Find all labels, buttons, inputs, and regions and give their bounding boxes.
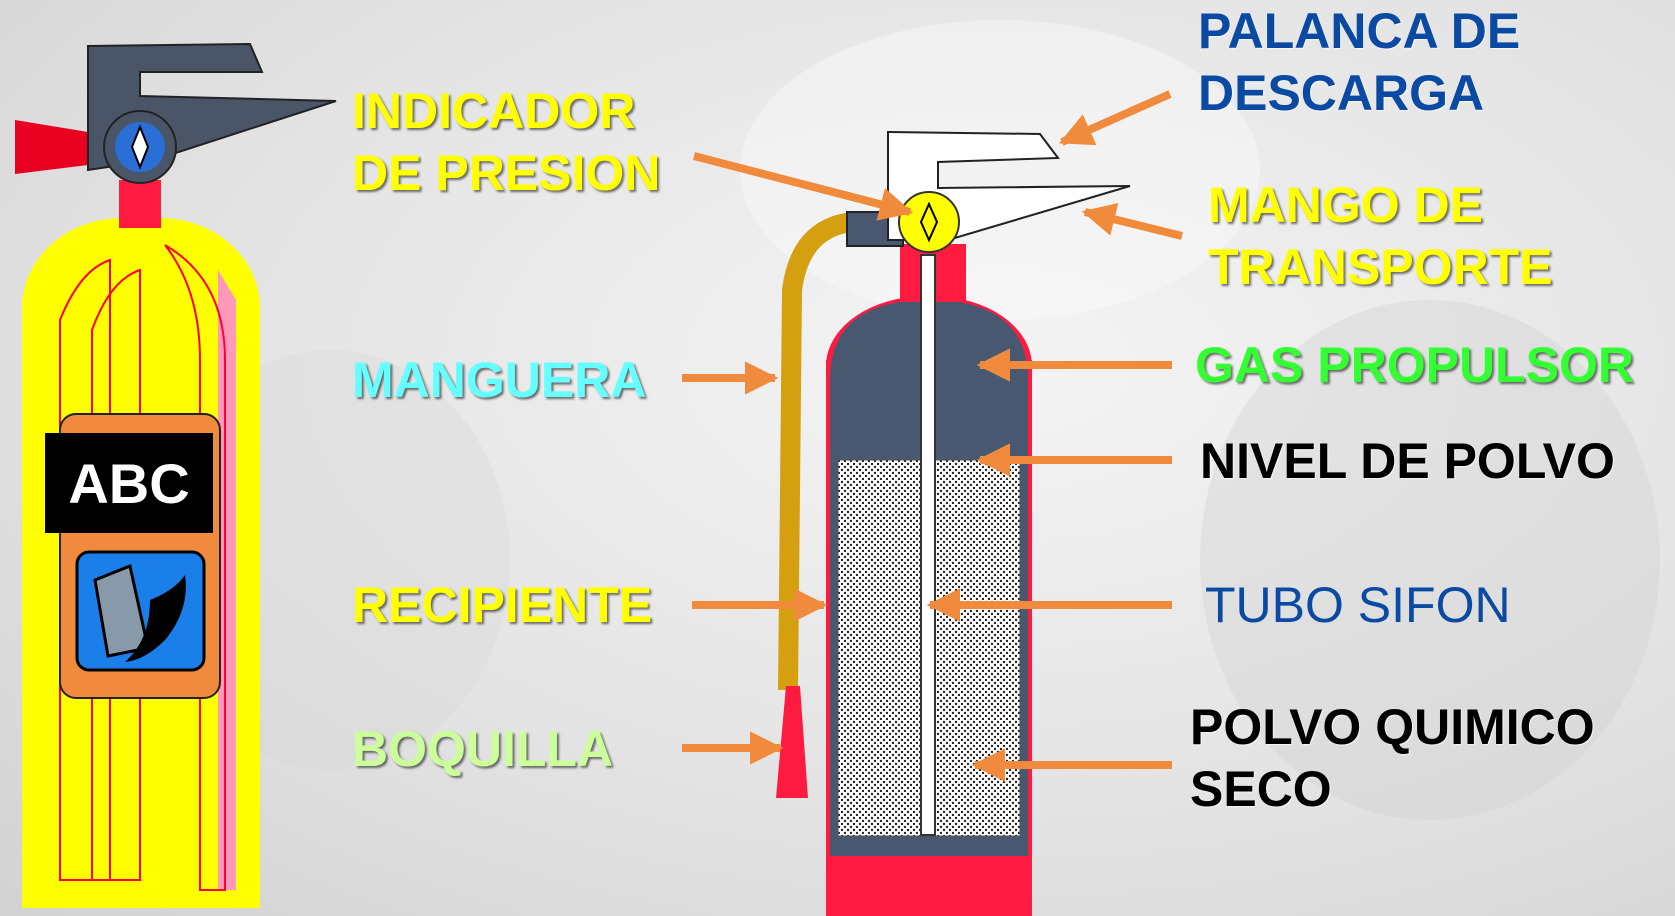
arrows [682,90,1183,782]
label-indicador-line1: INDICADOR [352,83,636,139]
arrow-mango [1081,202,1183,240]
label-mango-line1: MANGO DE [1208,177,1483,233]
arrow-palanca [1058,90,1172,146]
label-polvo-line2: SECO [1190,761,1332,817]
nozzle [776,686,808,798]
left-nozzle [15,120,105,174]
arrow-indicador [692,152,914,221]
label-polvo-line1: POLVO QUIMICO [1190,699,1595,755]
label-indicador-line2: DE PRESION [352,145,661,201]
abc-badge: ABC [45,433,213,533]
label-manguera: MANGUERA [352,352,647,408]
label-recipiente: RECIPIENTE [352,577,653,633]
siphon-tube [920,254,936,836]
label-palanca-line1: PALANCA DE [1198,3,1521,59]
label-gas-propulsor: GAS PROPULSOR [1195,337,1634,393]
hose [778,212,854,691]
left-neck [119,180,161,228]
label-mango-line2: TRANSPORTE [1208,239,1553,295]
label-nivel-polvo: NIVEL DE POLVO [1200,433,1615,489]
left-hose-outline [59,258,111,881]
label-palanca-line2: DESCARGA [1198,65,1485,121]
label-boquilla: BOQUILLA [352,721,614,777]
left-side-stripe [218,270,236,890]
label-tubo-sifon: TUBO SIFON [1205,577,1511,633]
